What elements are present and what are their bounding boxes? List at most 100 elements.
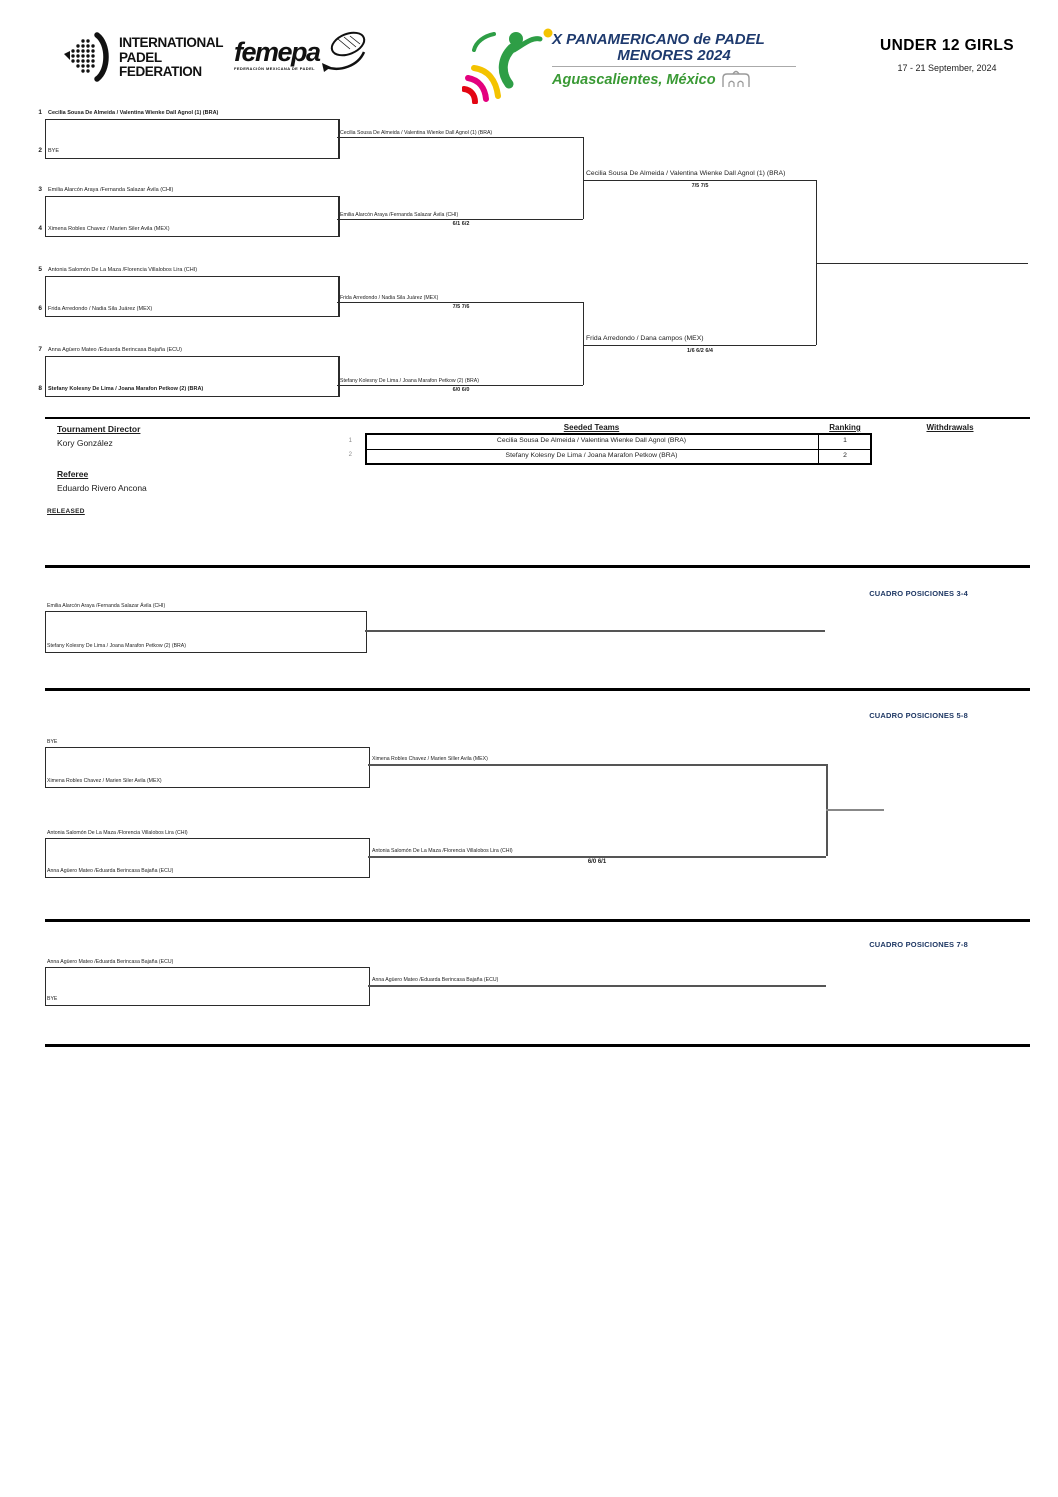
tournament-director-label: Tournament Director: [57, 424, 141, 434]
femepa-name: femepa: [234, 37, 321, 67]
draw-entry: Antonia Salomón De La Maza /Florencia Vi…: [48, 267, 198, 273]
seed-number: 6: [38, 305, 42, 312]
consolation-winner: Ximena Robles Chavez / Marien Siller Avi…: [372, 756, 488, 762]
table-row-divider: [366, 449, 871, 450]
final-line: [816, 263, 1028, 264]
seed-number: 3: [38, 186, 42, 193]
section-divider: [45, 919, 1030, 922]
bracket-connector: [583, 137, 584, 219]
consolation-entry: Stefany Kolesny De Lima / Joana Marafon …: [47, 643, 186, 649]
section-divider: [45, 1044, 1030, 1047]
femepa-logo: femepa FEDERACIÓN MEXICANA DE PADEL: [234, 37, 321, 72]
referee-label: Referee: [57, 469, 89, 479]
seed-row-number: 2: [348, 452, 352, 458]
event-logo-text: X PANAMERICANO de PADEL MENORES 2024 Agu…: [552, 32, 796, 88]
match-score: 6/0 6/1: [587, 859, 607, 865]
winner-line: [368, 764, 826, 766]
seed-number: 4: [38, 225, 42, 232]
bracket-line: [337, 302, 583, 303]
match-score: 6/1 6/2: [452, 221, 470, 227]
winner-line: [368, 985, 826, 987]
round2-winner: Stefany Kolesny De Lima / Joana Marafon …: [340, 378, 479, 384]
seed-number: 7: [38, 346, 42, 353]
ipf-logo: [64, 31, 112, 88]
bracket-line: [337, 219, 583, 220]
final-line: [826, 809, 884, 811]
team-name: Cecilia Sousa De Almeida / Valentina Wie…: [496, 437, 687, 444]
event-dates: 17 - 21 September, 2024: [897, 63, 997, 73]
section-title: CUADRO POSICIONES 7-8: [869, 940, 968, 949]
round2-winner: Frida Arredondo / Nadia Sila Juárez (MEX…: [340, 295, 439, 301]
category-title: UNDER 12 GIRLS: [880, 37, 1014, 54]
bracket-line: [337, 385, 583, 386]
draw-entry: Ximena Robles Chavez / Marien Siler Avil…: [48, 226, 170, 232]
femepa-tagline: FEDERACIÓN MEXICANA DE PADEL: [234, 66, 315, 71]
ipf-line-3: FEDERATION: [119, 64, 202, 79]
draw-entry: Anna Agüero Mateo /Eduarda Berincasa Baj…: [48, 347, 182, 353]
consolation-entry: Ximena Robles Chavez / Marien Siler Avil…: [47, 778, 162, 784]
draw-entry: Cecilia Sousa De Almeida / Valentina Wie…: [48, 110, 219, 116]
team-ranking: 2: [843, 452, 847, 459]
bracket-line: [337, 137, 583, 138]
match-score: 6/0 6/0: [452, 387, 470, 393]
section-divider: [45, 565, 1030, 568]
draw-entry: Frida Arredondo / Nadia Sila Juárez (MEX…: [48, 306, 153, 312]
bracket-line: [583, 345, 816, 346]
consolation-entry: BYE: [47, 739, 58, 745]
seed-number: 2: [38, 147, 42, 154]
tournament-director-name: Kory González: [57, 438, 113, 448]
match-box: [45, 276, 340, 317]
match-score: 7/5 7/6: [452, 304, 470, 310]
round2-winner: Cecilia Sousa De Almeida / Valentina Wie…: [340, 130, 493, 136]
bracket-connector: [583, 302, 584, 385]
semifinal-winner: Frida Arredondo / Dana campos (MEX): [586, 335, 704, 342]
match-box: [45, 747, 370, 788]
round2-winner: Emilia Alarcón Araya /Fernanda Salazar Á…: [340, 212, 459, 218]
match-score: 7/5 7/5: [691, 183, 709, 189]
consolation-winner: Anna Agüero Mateo /Eduarda Berincasa Baj…: [372, 977, 499, 983]
match-box: [45, 119, 340, 159]
ipf-ball-icon: [64, 32, 109, 82]
draw-entry: BYE: [48, 148, 60, 154]
team-ranking: 1: [843, 437, 847, 444]
ipf-logo-text: INTERNATIONAL PADEL FEDERATION: [119, 35, 224, 80]
match-box: [45, 967, 370, 1006]
table-col-divider: [818, 434, 819, 464]
consolation-entry: BYE: [47, 996, 58, 1002]
match-score: 1/6 6/2 6/4: [687, 348, 713, 354]
draw-entry: Emilia Alarcón Araya /Fernanda Salazar Á…: [48, 187, 174, 193]
match-box: [45, 838, 370, 878]
section-divider: [45, 688, 1030, 691]
winner-line: [368, 856, 826, 858]
event-athlete-icon: [461, 28, 553, 105]
released-label: RELEASED: [47, 508, 85, 515]
seed-number: 1: [38, 109, 42, 116]
seeded-teams-header: Seeded Teams: [563, 423, 620, 432]
team-name: Stefany Kolesny De Lima / Joana Marafon …: [505, 452, 678, 459]
ranking-header: Ranking: [829, 423, 861, 432]
match-box: [45, 611, 367, 653]
consolation-winner: Antonia Salomón De La Maza /Florencia Vi…: [372, 848, 513, 854]
semifinal-winner: Cecilia Sousa De Almeida / Valentina Wie…: [586, 170, 786, 177]
section-divider: [45, 417, 1030, 419]
consolation-entry: Anna Agüero Mateo /Eduarda Berincasa Baj…: [47, 959, 174, 965]
match-box: [45, 356, 340, 397]
section-title: CUADRO POSICIONES 5-8: [869, 711, 968, 720]
winner-line: [365, 630, 825, 632]
ipf-line-1: INTERNATIONAL: [119, 35, 224, 50]
seed-row-number: 1: [348, 438, 352, 444]
consolation-entry: Anna Agüero Mateo /Eduarda Berincasa Baj…: [47, 868, 174, 874]
event-title: X PANAMERICANO de PADEL: [552, 31, 765, 48]
event-subtitle: MENORES 2024: [617, 47, 731, 64]
bracket-line: [583, 180, 816, 181]
draw-entry: Stefany Kolesny De Lima / Joana Marafon …: [48, 386, 204, 392]
referee-name: Eduardo Rivero Ancona: [57, 483, 147, 493]
event-logo: [461, 26, 554, 109]
seed-number: 8: [38, 385, 42, 392]
consolation-entry: Antonia Salomón De La Maza /Florencia Vi…: [47, 830, 188, 836]
femepa-racket-icon: [322, 31, 366, 72]
event-location: Aguascalientes, México: [552, 72, 716, 88]
section-title: CUADRO POSICIONES 3-4: [869, 589, 968, 598]
event-divider: [552, 66, 796, 67]
